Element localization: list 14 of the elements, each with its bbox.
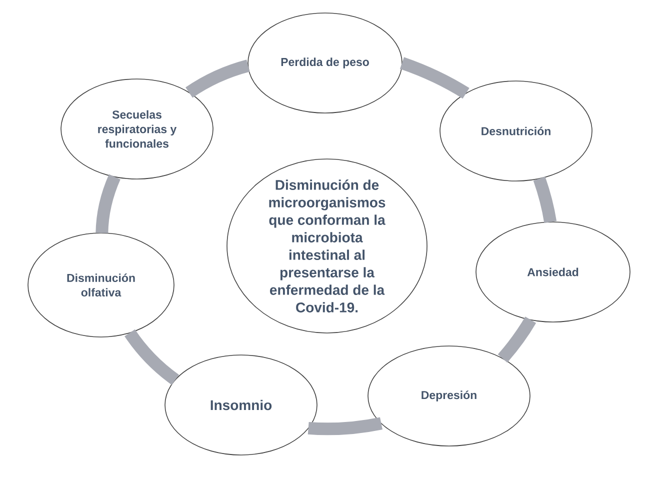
oval-box: Ansiedad <box>476 222 630 322</box>
ring-arc <box>400 57 470 99</box>
ring-arc <box>186 60 250 98</box>
ring-arc <box>96 174 120 234</box>
oval-box: Secuelas respiratorias y funcionales <box>60 78 214 180</box>
ring-arc <box>533 176 557 224</box>
ring-arc <box>308 417 382 436</box>
ring-arc <box>498 316 536 363</box>
oval-box: Insomnio <box>164 354 318 456</box>
oval-box: Perdida de peso <box>248 12 402 114</box>
oval-box: Depresión <box>368 346 530 446</box>
oval-box: Disminución olfativa <box>28 232 174 338</box>
oval-box: Desnutrición <box>440 80 592 182</box>
ring-arc <box>124 329 180 385</box>
